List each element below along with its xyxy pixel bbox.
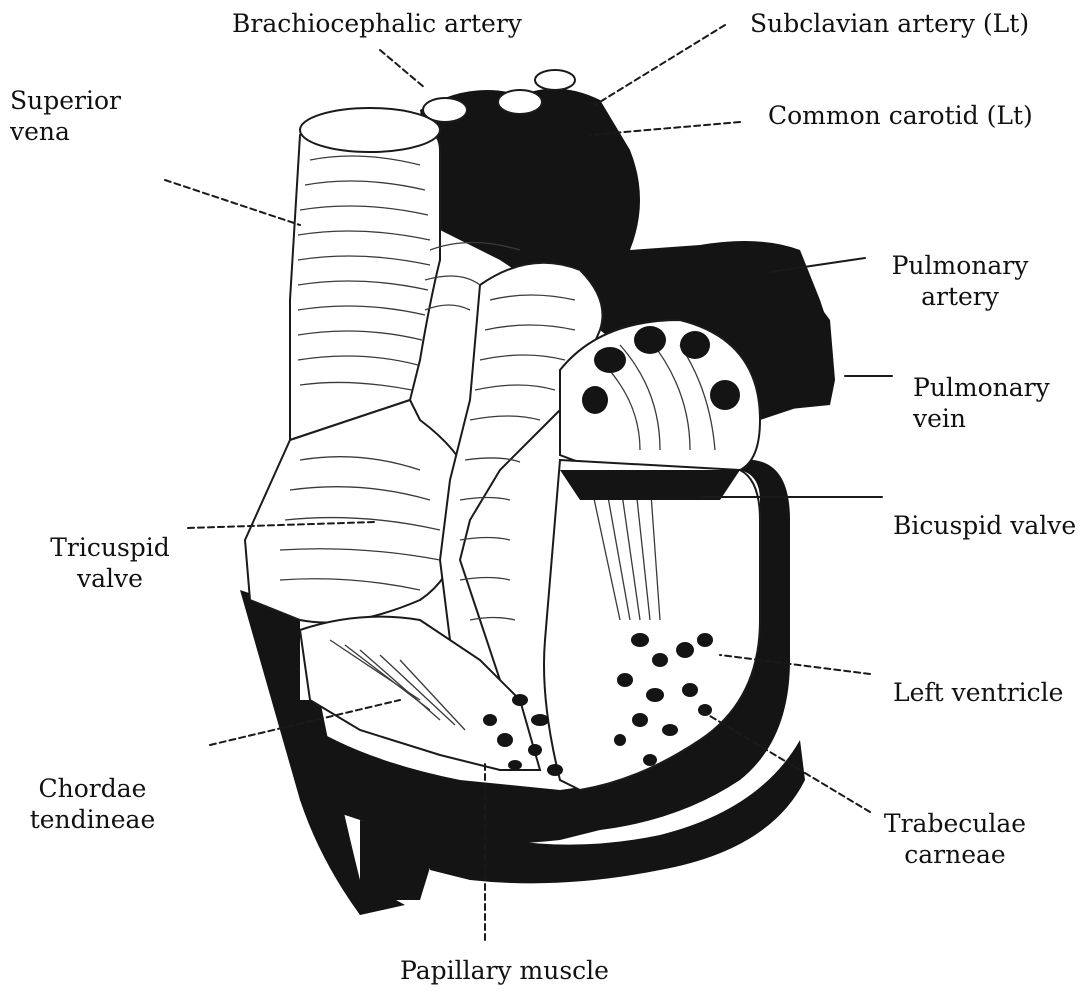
- label-common-carotid: Common carotid (Lt): [768, 100, 1033, 131]
- superior-vena-line-2: vena: [10, 116, 121, 147]
- bicuspid-valve-shape: [560, 470, 740, 500]
- tricuspid-valve-line-2: valve: [40, 563, 180, 594]
- pulmonary-artery-line-2: artery: [880, 281, 1040, 312]
- label-subclavian-artery: Subclavian artery (Lt): [750, 8, 1029, 39]
- label-brachiocephalic-artery: Brachiocephalic artery: [232, 8, 522, 39]
- label-trabeculae-carneae: Trabeculae carneae: [880, 808, 1030, 870]
- chordae-tendineae-line-1: Chordae: [15, 773, 170, 804]
- brachiocephalic-artery-text: Brachiocephalic artery: [232, 8, 522, 39]
- label-pulmonary-artery: Pulmonary artery: [880, 250, 1040, 312]
- label-tricuspid-valve: Tricuspid valve: [40, 532, 180, 594]
- superior-vena-line-1: Superior: [10, 85, 121, 116]
- tricuspid-valve-line-1: Tricuspid: [40, 532, 180, 563]
- bicuspid-valve-text: Bicuspid valve: [893, 510, 1076, 541]
- label-bicuspid-valve: Bicuspid valve: [893, 510, 1076, 541]
- pulmonary-artery-line-1: Pulmonary: [880, 250, 1040, 281]
- common-carotid-text: Common carotid (Lt): [768, 100, 1033, 131]
- subclavian-artery-text: Subclavian artery (Lt): [750, 8, 1029, 39]
- trabeculae-carneae-line-2: carneae: [880, 839, 1030, 870]
- pulmonary-vein-line-1: Pulmonary: [913, 372, 1050, 403]
- left-ventricle-text: Left ventricle: [893, 677, 1063, 708]
- label-pulmonary-vein: Pulmonary vein: [913, 372, 1050, 434]
- chordae-tendineae-line-2: tendineae: [15, 804, 170, 835]
- pulmonary-vein-line-2: vein: [913, 403, 1050, 434]
- trabeculae-carneae-line-1: Trabeculae: [880, 808, 1030, 839]
- label-left-ventricle: Left ventricle: [893, 677, 1063, 708]
- label-superior-vena: Superior vena: [10, 85, 121, 147]
- papillary-muscle-text: Papillary muscle: [400, 955, 609, 986]
- label-papillary-muscle: Papillary muscle: [400, 955, 609, 986]
- label-chordae-tendineae: Chordae tendineae: [15, 773, 170, 835]
